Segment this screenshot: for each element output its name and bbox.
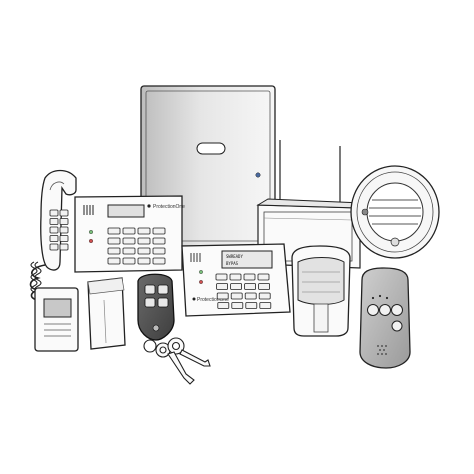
keypad-small-key-2: [229, 273, 242, 281]
keypad-large-key-15: [137, 257, 151, 265]
keypad-large-speaker-icon: [83, 205, 94, 215]
keypad-large-key-2: [122, 227, 136, 235]
remote-button-1: [367, 304, 379, 316]
keypad-large-key-7: [137, 237, 151, 245]
keypad-large-key-10: [122, 247, 136, 255]
keypad-small-key-4: [257, 273, 270, 281]
handset-key-5: [49, 226, 59, 234]
keypad-large-key-6: [122, 237, 136, 245]
keypad-large-key-9: [107, 247, 121, 255]
keypad-large-key-5: [107, 237, 121, 245]
handset-key-10: [59, 243, 69, 251]
keypad-large: ProtectionOne: [74, 195, 185, 273]
telephone-cord-coils: [30, 261, 42, 293]
smoke-detector: [350, 165, 440, 259]
handset-key-2: [59, 209, 69, 217]
keypad-small-speaker-icon: [190, 253, 201, 262]
keypad-small-key-9: [216, 292, 229, 300]
keypad-large-key-13: [107, 257, 121, 265]
keypad-large-brand: ProtectionOne: [153, 204, 185, 210]
pir-motion-detector: [291, 245, 351, 337]
fob-button-2: [157, 284, 169, 295]
remote-speaker-icon: [377, 345, 387, 355]
keypad-small-key-16: [259, 302, 272, 309]
keypad-small-brand: ProtectionOne: [197, 297, 229, 303]
fob-button-3: [144, 297, 156, 308]
keypad-large-key-1: [107, 227, 121, 235]
keypad-small-key-6: [230, 283, 243, 290]
door-window-contact-sensor: [87, 277, 126, 350]
handset-key-3: [49, 218, 59, 225]
keypad-small-lcd-line1: SWREADY: [226, 254, 243, 259]
keypad-small-key-15: [245, 302, 258, 309]
keypad-small-key-3: [243, 273, 256, 281]
key-fob-remote: [137, 273, 175, 341]
telephone-handset: [40, 169, 77, 271]
keypad-small-key-10: [230, 292, 243, 300]
keypad-small-led-armed-icon: [199, 280, 203, 284]
keypad-large-key-12: [152, 247, 166, 255]
keypad-large-led-armed-icon: [88, 238, 93, 243]
remote-button-2: [379, 304, 391, 316]
panel-lock-icon: [255, 172, 261, 178]
keypad-large-led-ready-icon: [88, 229, 93, 234]
remote-button-4: [391, 320, 403, 332]
keypad-small-key-8: [258, 283, 271, 290]
keypad-small-key-13: [217, 302, 230, 309]
motion-detector-small: [34, 287, 79, 352]
keypad-small-key-14: [231, 302, 244, 309]
keypad-small-key-12: [258, 292, 271, 300]
keypad-small-keys: [215, 273, 272, 309]
keypad-small-key-7: [244, 283, 257, 290]
keypad-small-key-1: [215, 273, 228, 281]
keypad-small: SWREADY BYPAS ProtectionOne: [181, 243, 291, 317]
keypad-large-logo-icon: [147, 204, 151, 208]
handset-key-7: [49, 235, 59, 242]
keypad-large-key-4: [152, 227, 166, 235]
smoke-test-button-icon: [390, 237, 400, 247]
keypad-small-key-5: [216, 283, 229, 290]
handset-key-8: [59, 235, 69, 242]
antenna-wires: [279, 140, 341, 212]
keypad-large-key-14: [122, 257, 136, 265]
keypad-small-lcd-line2: BYPAS: [226, 261, 239, 266]
keypad-small-lcd: [221, 250, 273, 269]
handset-key-9: [49, 243, 59, 251]
handset-keys: [49, 209, 69, 251]
telephone-cord: [29, 264, 46, 301]
fob-button-1: [144, 284, 156, 295]
keypad-large-key-16: [152, 257, 166, 265]
keypad-small-led-ready-icon: [199, 270, 203, 274]
keys-icon: [143, 337, 211, 385]
keypad-small-logo-icon: [192, 297, 196, 301]
keypad-large-keys: [107, 227, 166, 265]
remote-transmitter: [359, 267, 411, 369]
keypad-large-key-11: [137, 247, 151, 255]
handset-key-1: [49, 209, 59, 217]
handset-key-4: [59, 218, 69, 225]
keypad-small-key-11: [244, 292, 257, 300]
handset-key-6: [59, 226, 69, 234]
remote-button-3: [391, 304, 403, 316]
keypad-large-display: [107, 204, 145, 218]
fob-button-4: [157, 297, 169, 308]
keypad-large-key-8: [152, 237, 166, 245]
keypad-large-key-3: [137, 227, 151, 235]
